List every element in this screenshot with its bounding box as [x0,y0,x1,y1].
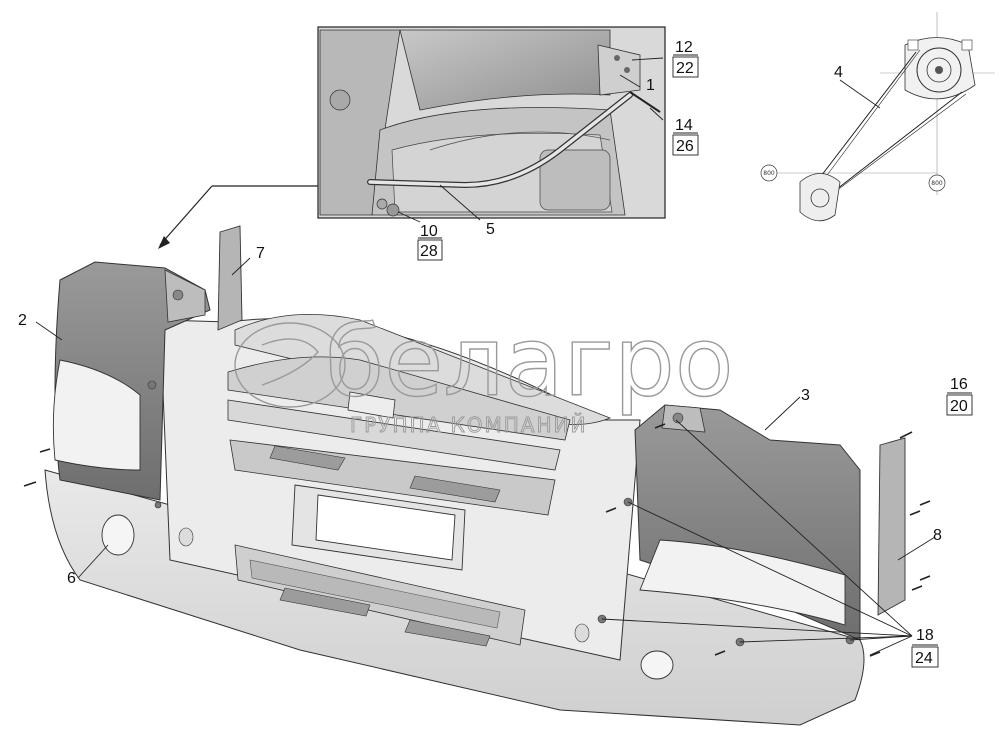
callout-26: 26 [676,138,694,155]
detail-inset [317,26,666,219]
watermark: белагро ГРУППА КОМПАНИЙ [234,305,734,437]
callout-6: 6 [67,570,76,587]
callout-20: 20 [950,398,968,415]
callout-16: 16 [950,376,968,393]
callouts: 1 2 3 4 5 6 7 8 10 12 14 16 18 20 22 24 … [18,39,968,667]
fog-lamp-left [101,514,135,556]
callout-5: 5 [486,221,495,238]
callout-22: 22 [676,60,694,77]
left-splash-plate [217,225,243,331]
callout-18: 18 [916,627,934,644]
watermark-tagline: ГРУППА КОМПАНИЙ [350,413,587,437]
leader-lines [35,54,972,656]
watermark-brand: белагро [325,306,734,418]
callout-3: 3 [801,387,810,404]
detail-pointer-arrow [158,185,318,249]
right-splash-plate [877,437,906,616]
fog-lamp-right [640,650,674,680]
callout-14: 14 [675,117,693,134]
pulley-label-right: 800 [931,180,943,187]
callout-28: 28 [420,243,438,260]
right-corner-cap [623,404,861,641]
callout-12: 12 [675,39,693,56]
callout-10: 10 [420,223,438,240]
callout-8: 8 [933,527,942,544]
callout-4: 4 [834,64,843,81]
callout-boxes [417,56,973,668]
belt-drive-diagram: 800 800 [760,12,995,222]
callout-24: 24 [915,650,933,667]
left-corner-cap [52,261,211,509]
pulley-label-left: 800 [763,170,775,177]
callout-1: 1 [646,77,655,94]
callout-7: 7 [256,245,265,262]
callout-2: 2 [18,312,27,329]
